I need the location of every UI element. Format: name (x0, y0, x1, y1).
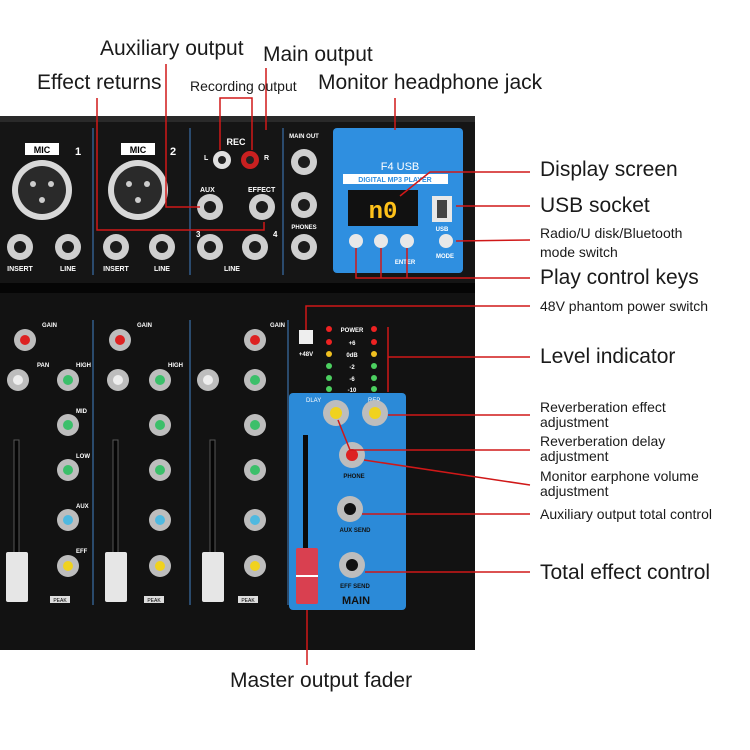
low-label-1: LOW (76, 454, 90, 460)
gain-label-3: GAIN (270, 323, 285, 329)
callout-lines (96, 64, 531, 665)
rec-r-label: R (264, 155, 269, 162)
eff-knob-label-1: EFF (76, 549, 88, 555)
rec-rca-r[interactable] (241, 151, 259, 169)
channel-number-4: 4 (273, 230, 278, 239)
channel-number-2: 2 (170, 146, 176, 158)
peak-label-3: PEAK (241, 598, 255, 604)
callout-main-output: Main output (263, 43, 373, 66)
aux-knob-label-1: AUX (76, 504, 89, 510)
next-button[interactable] (400, 234, 414, 248)
eff-send-label: EFF SEND (340, 584, 370, 590)
display-screen (348, 190, 418, 226)
insert-label-1: INSERT (7, 266, 33, 273)
level-indicator (326, 326, 377, 392)
led-label-0db: 0dB (346, 353, 358, 359)
rec-l-label: L (204, 155, 209, 162)
gain-label-1: GAIN (42, 323, 57, 329)
led-label-minus6: -6 (349, 377, 355, 383)
callout-total-effect-control: Total effect control (540, 561, 711, 584)
main-out-label: MAIN OUT (289, 134, 319, 140)
usb-label: USB (436, 227, 449, 233)
callout-auxiliary-output: Auxiliary output (100, 37, 244, 60)
callout-monitor-earphone-volume: Monitor earphone volume adjustment (540, 468, 699, 500)
xlr-jack-2[interactable] (108, 160, 168, 220)
gain-label-2: GAIN (137, 323, 152, 329)
mic-text-2: MIC (130, 145, 147, 155)
player-subtitle-bar (343, 174, 448, 184)
channel-number-1: 1 (75, 146, 81, 158)
player-subtitle: DIGITAL MP3 PLAYER (358, 177, 431, 184)
channel-number-3: 3 (196, 230, 201, 239)
play-button[interactable] (374, 234, 388, 248)
aux-send-label: AUX SEND (339, 528, 371, 534)
line-label-34: LINE (224, 266, 240, 273)
callout-display-screen: Display screen (540, 158, 678, 181)
channel-knobs[interactable] (7, 329, 266, 577)
mic-label-1 (25, 143, 59, 155)
player-title: F4 USB (381, 161, 420, 173)
pan-label-1: PAN (37, 363, 49, 369)
p48v-label: +48V (299, 352, 313, 358)
callout-recording-output: Recording output (190, 78, 297, 94)
phantom-power-switch[interactable] (299, 330, 313, 344)
callout-usb-socket: USB socket (540, 194, 650, 217)
rec-rca-l[interactable] (213, 151, 231, 169)
line-label-1: LINE (60, 266, 76, 273)
callout-monitor-headphone-jack: Monitor headphone jack (318, 71, 543, 94)
led-label-plus6: +6 (349, 341, 357, 347)
channel-faders[interactable] (6, 439, 224, 602)
mode-label: MODE (436, 254, 454, 260)
led-label-minus2: -2 (349, 365, 355, 371)
mid-label-1: MID (76, 409, 88, 415)
phone-knob-label: PHONE (343, 474, 364, 480)
peak-label-1: PEAK (53, 598, 67, 604)
callout-play-control-keys: Play control keys (540, 266, 699, 289)
led-label-minus10: -10 (348, 388, 357, 394)
phones-label: PHONES (291, 225, 316, 231)
xlr-jack-1[interactable] (12, 160, 72, 220)
callout-effect-returns: Effect returns (37, 71, 162, 94)
display-readout: n0 (369, 199, 398, 226)
rec-label: REC (226, 137, 246, 147)
enter-label: ENTER (395, 260, 416, 266)
high-label-2: HIGH (168, 363, 183, 369)
aux-label: AUX (200, 187, 215, 194)
mic-text-1: MIC (34, 145, 51, 155)
callout-phantom-power-switch: 48V phantom power switch (540, 298, 709, 314)
callout-reverb-effect: Reverberation effect adjustment (540, 399, 666, 431)
peak-label-2: PEAK (147, 598, 161, 604)
master-knobs[interactable] (323, 400, 388, 578)
mode-button[interactable] (439, 234, 453, 248)
dly-label: DLAY (306, 398, 321, 404)
insert-label-2: INSERT (103, 266, 129, 273)
power-led-label: POWER (341, 328, 364, 334)
callout-aux-output-total: Auxiliary output total control (540, 506, 712, 522)
callout-mode-switch: Radio/U disk/Bluetooth mode switch (540, 225, 683, 260)
callout-level-indicator: Level indicator (540, 345, 676, 368)
mic-label-2 (121, 143, 155, 155)
callout-master-output-fader: Master output fader (230, 669, 413, 692)
main-label: MAIN (342, 595, 370, 607)
high-label-1: HIGH (76, 363, 91, 369)
line-label-2: LINE (154, 266, 170, 273)
prev-button[interactable] (349, 234, 363, 248)
callout-reverb-delay: Reverberation delay adjustment (540, 433, 666, 465)
effect-label: EFFECT (248, 187, 276, 194)
